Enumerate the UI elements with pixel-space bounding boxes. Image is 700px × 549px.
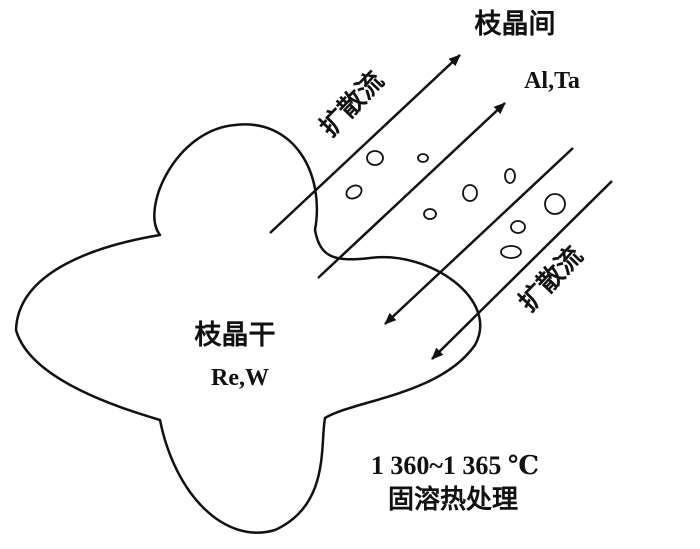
interdendritic-label: 枝晶间 bbox=[475, 9, 556, 40]
diffusion-flow-label-lower: 扩散流 bbox=[513, 241, 589, 318]
particles bbox=[345, 150, 566, 259]
dendrite-outline bbox=[14, 123, 482, 534]
particle bbox=[504, 168, 516, 184]
diffusion-arrow-in-1 bbox=[384, 147, 574, 325]
particle bbox=[500, 245, 522, 259]
dendrite-core-label: 枝晶干 bbox=[195, 320, 276, 351]
particle bbox=[417, 153, 429, 163]
interdendritic-elements-label: Al,Ta bbox=[524, 68, 580, 94]
particle bbox=[462, 184, 478, 202]
diffusion-arrow-out-2 bbox=[317, 102, 506, 279]
particle bbox=[544, 193, 566, 215]
dendrite-core-elements-label: Re,W bbox=[211, 365, 269, 391]
diffusion-arrow-out-1 bbox=[269, 54, 461, 234]
particle bbox=[366, 150, 384, 166]
particle bbox=[345, 184, 363, 200]
particle bbox=[423, 208, 437, 220]
diffusion-arrow-in-2 bbox=[431, 180, 613, 360]
process-label: 固溶热处理 bbox=[388, 484, 518, 515]
temperature-label: 1 360~1 365 ℃ bbox=[371, 451, 539, 480]
particle bbox=[510, 220, 526, 234]
